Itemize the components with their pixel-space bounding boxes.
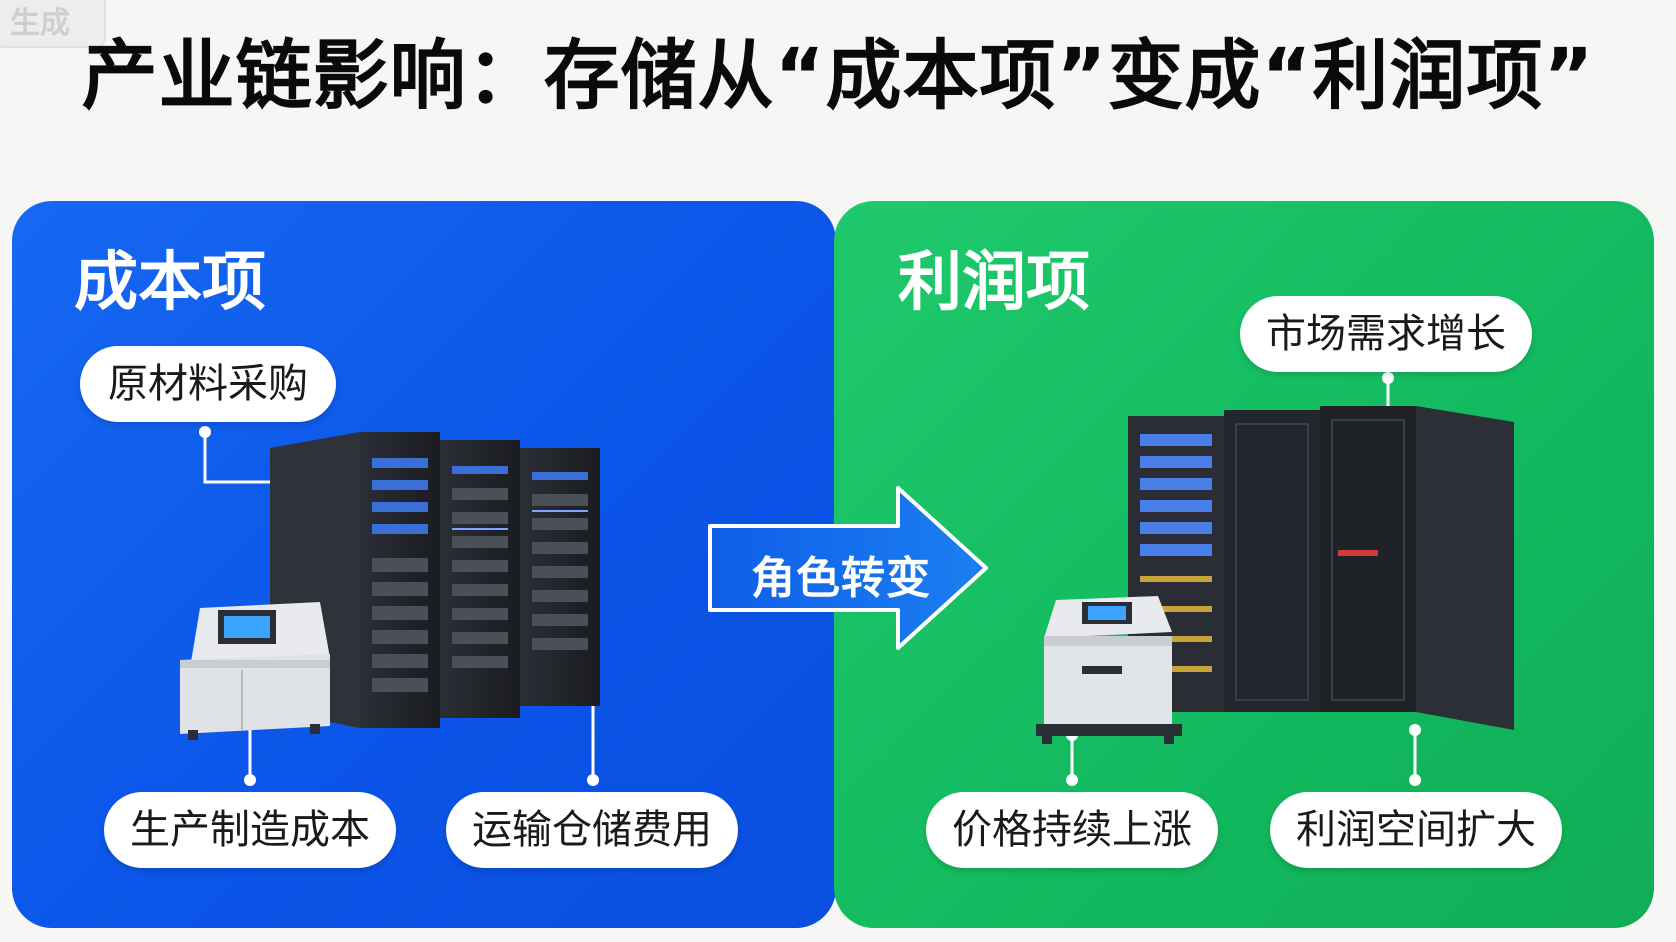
profit-panel-title: 利润项: [898, 246, 1090, 320]
cost-panel-title: 成本项: [74, 246, 266, 320]
cost-item-logistics: 运输仓储费用: [446, 792, 738, 868]
cost-item-manufacturing: 生产制造成本: [104, 792, 396, 868]
corner-tag: 生成: [0, 0, 106, 48]
cost-item-raw-materials: 原材料采购: [80, 346, 336, 422]
profit-item-margin-expansion: 利润空间扩大: [1270, 792, 1562, 868]
transition-label: 角色转变: [751, 553, 931, 604]
page-title: 产业链影响：存储从“成本项”变成“利润项”: [81, 31, 1595, 120]
profit-item-demand-growth: 市场需求增长: [1240, 296, 1532, 372]
profit-item-price-rise: 价格持续上涨: [926, 792, 1218, 868]
transition-arrow: [708, 486, 988, 650]
